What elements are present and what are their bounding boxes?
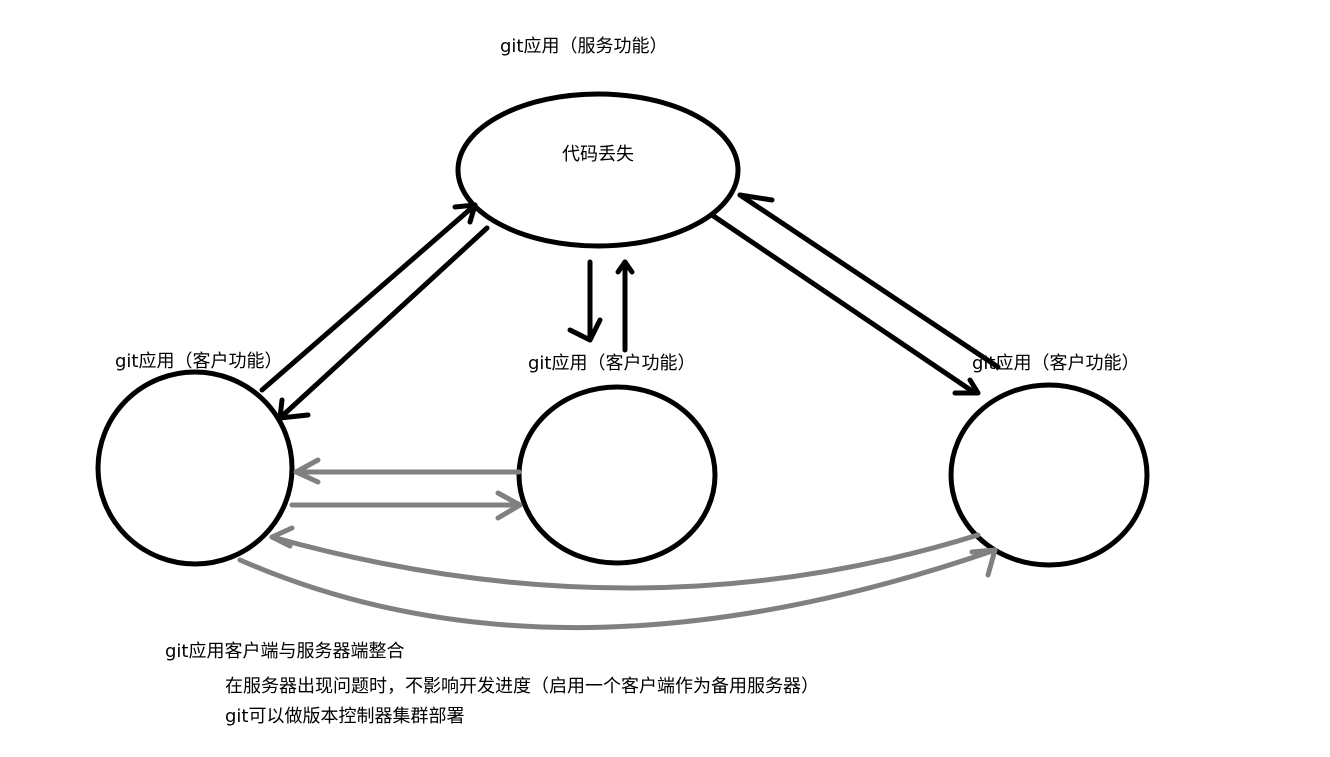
- note-cluster-deploy: git可以做版本控制器集群部署: [225, 706, 464, 727]
- arrow-right-to-server: [737, 192, 1001, 370]
- note-backup-server: 在服务器出现问题时，不影响开发进度（启用一个客户端作为备用服务器）: [225, 676, 819, 697]
- arrow-server-to-right: [709, 212, 981, 396]
- server-inner-label: 代码丢失: [562, 144, 634, 165]
- note-integration: git应用客户端与服务器端整合: [165, 641, 404, 662]
- arrow-server-to-middle: [567, 259, 603, 343]
- client-node-right: [948, 382, 1150, 568]
- arrow-server-to-left: [277, 225, 490, 421]
- client-middle-title: git应用（客户功能）: [528, 353, 695, 374]
- arrow-left-to-server: [259, 202, 478, 393]
- client-node-left: [95, 369, 295, 567]
- arrow-middle-to-left: [293, 457, 522, 485]
- arrow-right-to-left: [269, 525, 981, 591]
- client-left-title: git应用（客户功能）: [115, 351, 282, 372]
- arrow-left-to-right: [237, 547, 998, 631]
- arrow-left-to-middle: [289, 490, 523, 521]
- client-node-middle: [516, 384, 718, 566]
- client-right-title: git应用（客户功能）: [972, 353, 1139, 374]
- arrow-middle-to-server: [615, 259, 635, 353]
- server-title: git应用（服务功能）: [500, 36, 667, 57]
- server-node: [455, 91, 741, 249]
